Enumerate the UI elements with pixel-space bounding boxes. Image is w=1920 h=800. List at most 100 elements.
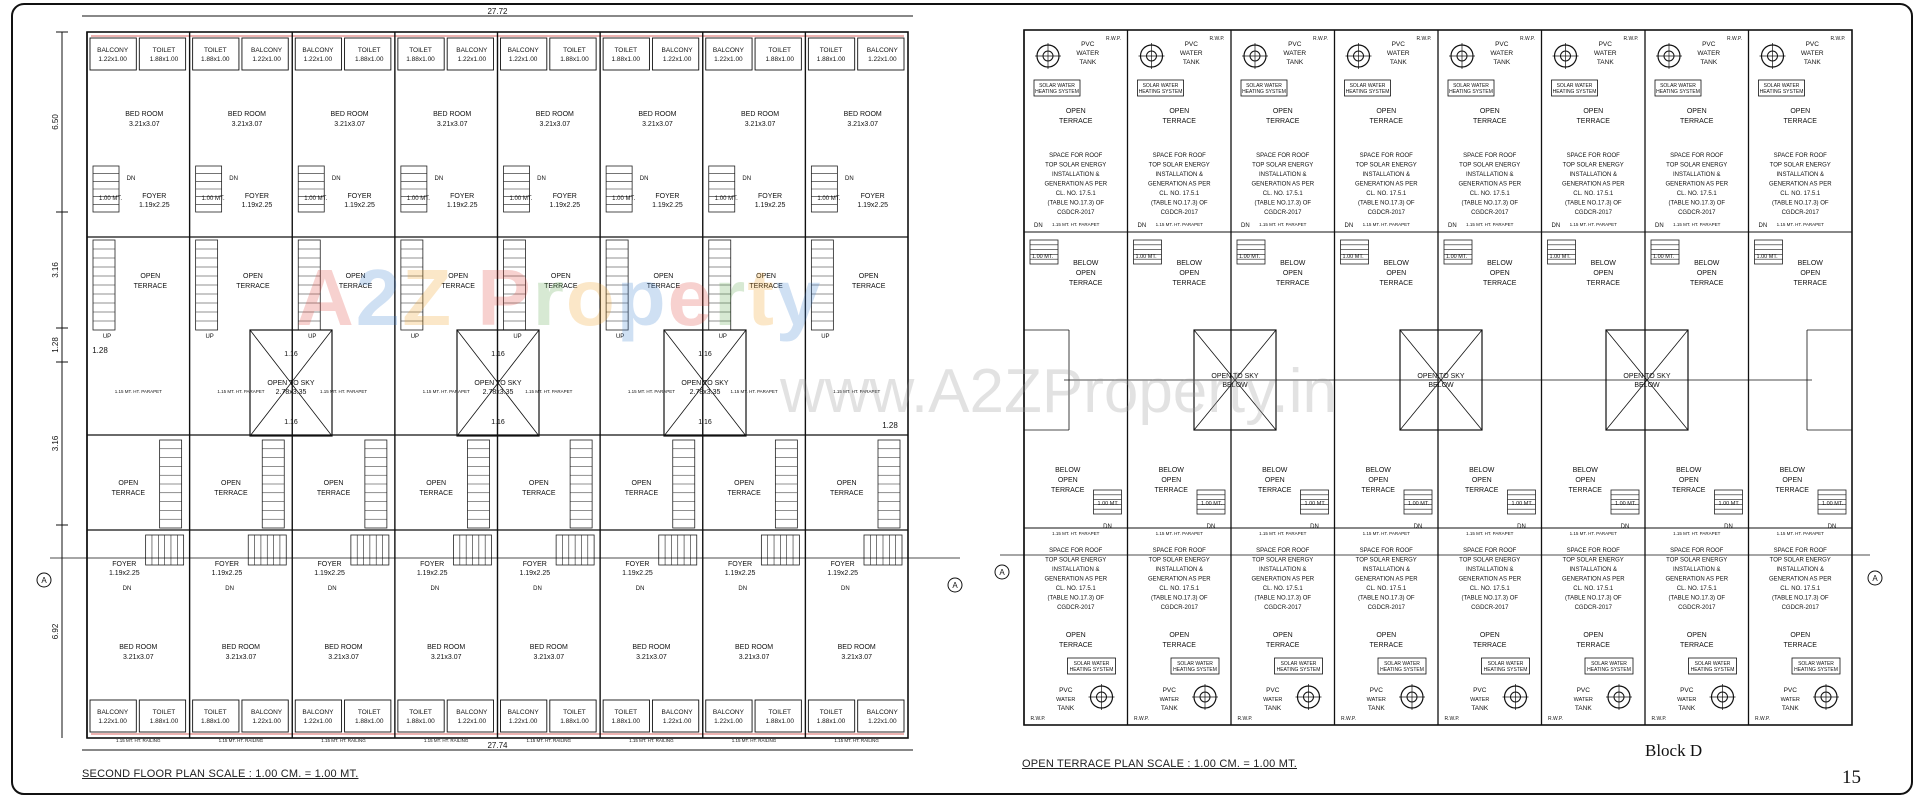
solar-space-note: (TABLE NO.17.3) OF — [1047, 201, 1104, 207]
parapet-label: 1.15 MT. HT. PARAPET — [423, 389, 470, 394]
bedroom-size: 3.21x3.07 — [226, 654, 257, 661]
terrace-label: TERRACE — [830, 490, 864, 497]
solar-label: HEATING SYSTEM — [1691, 667, 1735, 673]
foyer-size: 1.19x2.25 — [827, 570, 858, 577]
balcony-room — [294, 699, 343, 733]
toilet-room — [651, 699, 700, 733]
balcony-size: 1.22x1.00 — [868, 718, 897, 725]
solar-heater-box — [1067, 657, 1116, 675]
pvc-label: PVC — [1473, 687, 1487, 694]
solar-space-note: GENERATION AS PER — [1355, 182, 1418, 188]
toilet-room — [446, 699, 494, 733]
foyer-size: 1.19x2.25 — [652, 202, 683, 209]
solar-space-note: GENERATION AS PER — [1044, 182, 1107, 188]
toilet-label: TOILET — [820, 709, 843, 716]
stair-direction: DN — [1138, 223, 1147, 229]
solar-space-note: (TABLE NO.17.3) OF — [1668, 596, 1725, 602]
stair-outline — [1403, 489, 1433, 515]
solar-space-note: CGDCR-2017 — [1368, 605, 1406, 611]
stair-direction: DN — [225, 586, 234, 592]
toilet-label: TOILET — [204, 47, 227, 54]
balcony-label: BALCONY — [302, 709, 334, 716]
toilet-size: 1.88x1.00 — [406, 56, 435, 63]
solar-space-note: INSTALLATION & — [1259, 172, 1306, 178]
block-label: Block D — [1645, 741, 1703, 760]
open-label: OPEN — [1583, 632, 1603, 639]
toilet-label: TOILET — [204, 709, 227, 716]
solar-space-note: CL. NO. 17.5.1 — [1470, 586, 1511, 592]
solar-space-note: TOP SOLAR ENERGY — [1563, 163, 1624, 169]
dim-left: 3.16 — [51, 262, 60, 278]
balcony-size: 1.22x1.00 — [98, 56, 127, 63]
balcony-room — [192, 37, 240, 71]
pvc-tank-icon — [1656, 43, 1682, 69]
sky-outline — [456, 329, 540, 437]
balcony-size: 1.22x1.00 — [714, 718, 743, 725]
sky-label: OPEN TO SKY — [1417, 373, 1465, 380]
toilet-label: TOILET — [614, 709, 637, 716]
solar-space-note: GENERATION AS PER — [1355, 577, 1418, 583]
terrace-label: TERRACE — [1163, 118, 1197, 125]
solar-space-note: INSTALLATION & — [1052, 567, 1099, 573]
solar-space-note: GENERATION AS PER — [1251, 182, 1314, 188]
solar-label: HEATING SYSTEM — [1139, 89, 1183, 95]
stair-outline — [1340, 239, 1369, 265]
balcony-room — [807, 699, 856, 733]
sky-outline — [1193, 329, 1277, 431]
parapet-label: 1.15 MT. HT. PARAPET — [730, 389, 777, 394]
pvc-tank-icon — [1138, 43, 1165, 69]
solar-label: HEATING SYSTEM — [1553, 89, 1597, 95]
rwp-label: R.W.P. — [1445, 716, 1460, 722]
rwp-label: R.W.P. — [1341, 716, 1356, 722]
toilet-size: 1.88x1.00 — [150, 718, 179, 725]
dim-label: 1.00 MT. — [1653, 254, 1675, 260]
toilet-size: 1.88x1.00 — [560, 718, 589, 725]
marker-circle — [1867, 570, 1883, 586]
balcony-room — [192, 699, 240, 733]
stair-outline — [1133, 239, 1162, 265]
below-label: BELOW — [1694, 260, 1720, 267]
dim-label: 1.00 MT. — [612, 196, 635, 202]
stair-direction: DN — [533, 586, 542, 592]
foyer-size: 1.19x2.25 — [417, 570, 448, 577]
solar-space-note: (TABLE NO.17.3) OF — [1254, 596, 1311, 602]
toilet-size: 1.88x1.00 — [817, 718, 846, 725]
terrace-label: TERRACE — [1465, 487, 1499, 494]
stair-outline — [1029, 239, 1059, 265]
toilet-room — [241, 37, 289, 71]
dim-label: 1.00 MT. — [817, 196, 840, 202]
bedroom-size: 3.21x3.07 — [129, 121, 160, 128]
open-label: OPEN — [654, 273, 674, 280]
open-label: OPEN — [1687, 108, 1707, 115]
open-label: OPEN — [1076, 270, 1096, 277]
balcony-size: 1.22x1.00 — [509, 718, 538, 725]
bedroom-label: BED ROOM — [536, 111, 574, 118]
toilet-size: 1.88x1.00 — [201, 56, 230, 63]
parapet-label: 1.15 MT. HT. PARAPET — [1363, 222, 1410, 227]
toilet-room — [138, 699, 187, 733]
staircase — [1754, 239, 1783, 265]
pvc-label: PVC — [1059, 687, 1073, 694]
solar-space-note: TOP SOLAR ENERGY — [1045, 163, 1106, 169]
balcony-room — [294, 37, 343, 71]
solar-space-note: CGDCR-2017 — [1471, 210, 1509, 216]
balcony-room — [705, 37, 753, 71]
toilet-size: 1.88x1.00 — [765, 718, 794, 725]
solar-space-note: GENERATION AS PER — [1769, 182, 1832, 188]
foyer-label: FOYER — [245, 193, 269, 200]
balcony-label: BALCONY — [713, 47, 745, 54]
water-label: WATER — [1056, 697, 1075, 703]
dim-label: 1.00 MT. — [1757, 254, 1779, 260]
open-label: OPEN — [859, 273, 879, 280]
staircase — [810, 165, 838, 213]
solar-space-note: GENERATION AS PER — [1562, 577, 1625, 583]
staircase — [350, 534, 390, 566]
toilet-room — [857, 699, 905, 733]
toilet-label: TOILET — [768, 47, 791, 54]
open-to-sky-court — [1605, 329, 1689, 431]
dim-label: 1.00 MT. — [1446, 254, 1468, 260]
